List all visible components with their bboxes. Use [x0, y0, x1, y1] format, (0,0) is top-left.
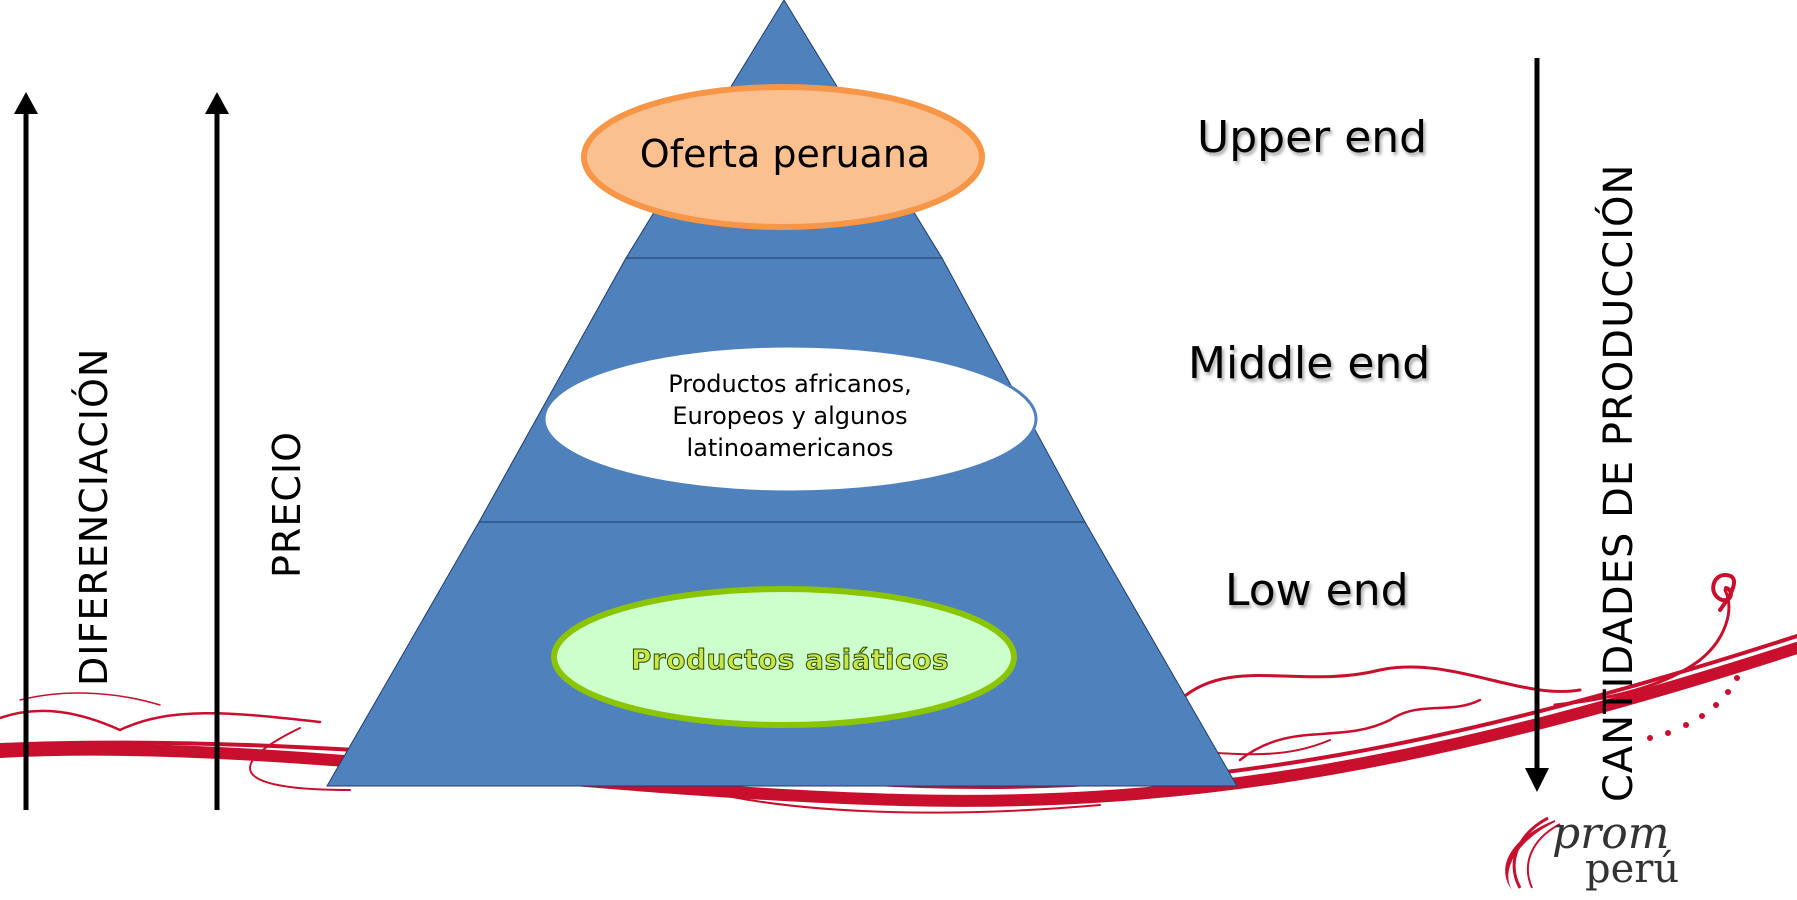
oferta-peruana-text: Oferta peruana: [639, 132, 931, 176]
promperu-logo-swoosh: [1505, 816, 1561, 890]
decorative-ribbon: [0, 572, 1797, 814]
tier-label-low: Low end: [1225, 565, 1409, 616]
productos-africanos-ellipse: [542, 344, 1038, 494]
tier-label-upper: Upper end: [1197, 112, 1428, 163]
tier-label-middle: Middle end: [1188, 338, 1431, 389]
cantidades-arrow: [1525, 58, 1549, 792]
diferenciacion-arrow: [14, 92, 38, 810]
oferta-peruana-ellipse: [581, 84, 985, 230]
productos-asiaticos-ellipse: [551, 586, 1017, 728]
precio-label: PRECIO: [265, 431, 309, 578]
productos-africanos-line-1: Productos africanos,: [668, 370, 912, 398]
logo-text-prom: prom: [1552, 808, 1670, 859]
productos-asiaticos-text: Productos asiáticos: [630, 643, 950, 677]
productos-africanos-text: Productos africanos, Europeos y algunos …: [590, 368, 990, 464]
productos-africanos-line-2: Europeos y algunos: [672, 402, 908, 430]
decorative-dots: [1647, 661, 1745, 741]
logo-text-peru: perú: [1585, 846, 1680, 892]
productos-africanos-line-3: latinoamericanos: [686, 434, 894, 462]
cantidades-produccion-label: CANTIDADES DE PRODUCCIÓN: [1596, 163, 1642, 802]
precio-arrow: [205, 92, 229, 810]
promperu-logo: prom perú: [1495, 808, 1705, 892]
diferenciacion-label: DIFERENCIACIÓN: [72, 347, 116, 686]
